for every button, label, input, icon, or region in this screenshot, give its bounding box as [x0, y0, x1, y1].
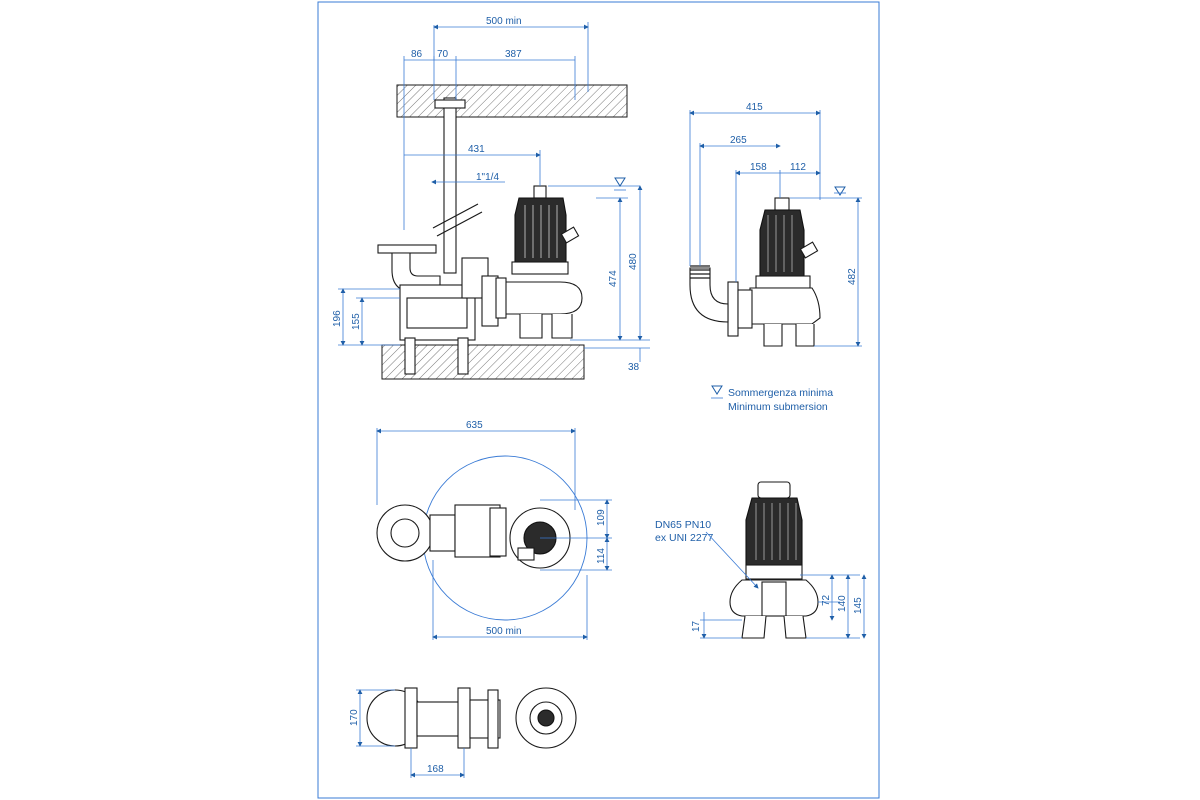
front-dimensions: DN65 PN10 ex UNI 2277 72 140 145 17 — [655, 519, 867, 639]
submersion-legend: Sommergenza minima Minimum submersion — [711, 385, 833, 413]
water-level-icon — [614, 177, 626, 187]
front-pump-handle — [757, 481, 791, 499]
legend-line1: Sommergenza minima — [728, 387, 833, 399]
front-pump-motor — [745, 497, 803, 566]
flange-note-line1: DN65 PN10 — [655, 519, 711, 531]
dim-1-1-4: 1"1/4 — [476, 172, 499, 183]
dim-112: 112 — [790, 162, 806, 173]
dim-431: 431 — [468, 144, 485, 155]
dim-500min-plan: 500 min — [486, 626, 522, 637]
dim-38: 38 — [628, 362, 640, 373]
dim-387: 387 — [505, 49, 522, 60]
dim-480: 480 — [628, 253, 639, 270]
dim-635: 635 — [466, 420, 483, 431]
legend-line2: Minimum submersion — [728, 401, 828, 413]
side-pump-motor — [759, 209, 805, 277]
dim-70: 70 — [437, 49, 449, 60]
side-pump-volute — [749, 287, 821, 325]
dim-474: 474 — [608, 270, 619, 287]
guide-pipe — [443, 97, 457, 274]
dim-17: 17 — [691, 620, 702, 632]
dim-86: 86 — [411, 49, 423, 60]
front-view — [729, 481, 819, 639]
ceiling-slab — [396, 84, 628, 118]
front-pump-feet — [741, 615, 807, 639]
dim-72: 72 — [821, 594, 832, 606]
bottom-coupling — [487, 689, 499, 749]
pump-handle — [533, 185, 547, 199]
side-elbow — [689, 267, 729, 323]
dim-482: 482 — [847, 268, 858, 285]
plan-dimensions: 635 109 114 500 min — [376, 420, 612, 640]
bottom-dimensions: 170 168 — [349, 689, 465, 778]
side-flange — [727, 281, 739, 337]
pump-mid-flange — [511, 261, 569, 275]
anchor-bolt — [404, 337, 416, 375]
dim-109: 109 — [596, 509, 607, 526]
dim-114: 114 — [596, 548, 607, 564]
side-cable-gland — [799, 241, 819, 259]
dim-158: 158 — [750, 162, 767, 173]
floor-slab — [381, 344, 585, 380]
elevation-dimensions: 500 min 86 70 387 431 1"1/4 474 480 38 1… — [332, 16, 650, 373]
dim-140: 140 — [837, 595, 848, 612]
pump-feet — [519, 314, 573, 339]
dim-170: 170 — [349, 709, 360, 726]
side-view-dimensions: 415 265 158 112 482 — [689, 102, 862, 347]
flange-note-line2: ex UNI 2277 — [655, 532, 714, 544]
bottom-view — [366, 687, 577, 749]
dim-168: 168 — [427, 764, 444, 775]
dim-415: 415 — [746, 102, 763, 113]
dim-500min-top: 500 min — [486, 16, 522, 27]
dim-155: 155 — [351, 313, 362, 330]
side-pump-feet — [763, 324, 815, 347]
pump-cable-gland — [560, 226, 580, 244]
discharge-elbow — [391, 252, 441, 293]
dim-145: 145 — [853, 597, 864, 614]
installation-elevation-view — [377, 84, 628, 380]
pump-volute — [499, 281, 583, 315]
discharge-riser — [432, 203, 483, 237]
discharge-flange — [377, 244, 437, 254]
sheet-frame — [317, 1, 880, 799]
dim-265: 265 — [730, 135, 747, 146]
dim-196: 196 — [332, 310, 343, 327]
front-outlet-flange — [761, 581, 787, 617]
side-view — [689, 197, 821, 347]
side-pump-handle — [774, 197, 790, 211]
